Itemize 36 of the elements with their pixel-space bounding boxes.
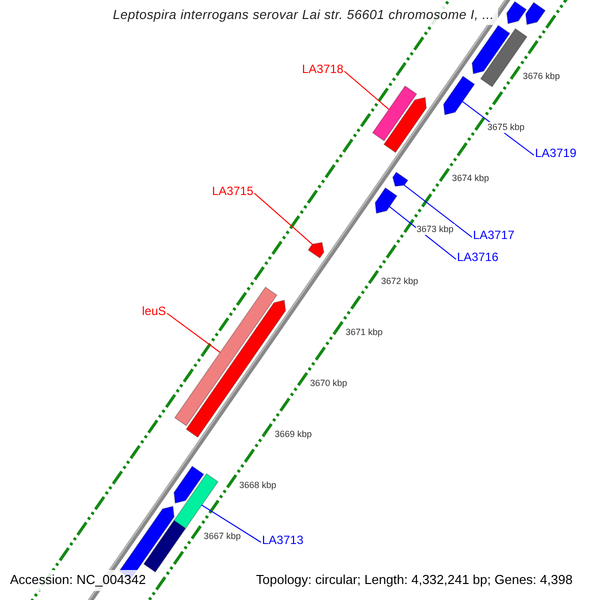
gene-block — [525, 2, 546, 26]
scale-label: 3675 kbp — [486, 122, 526, 133]
gene-bar — [173, 473, 219, 530]
gene-label: LA3713 — [262, 534, 304, 548]
gene-block — [506, 0, 527, 24]
gene-block — [308, 242, 324, 259]
scale-label: 3671 kbp — [344, 326, 384, 337]
gene-label: leuS — [142, 305, 166, 319]
scale-label: 3673 kbp — [416, 224, 455, 235]
gene-block — [374, 187, 398, 214]
scale-label: 3667 kbp — [202, 530, 242, 542]
scale-label: 3672 kbp — [380, 276, 420, 286]
gene-bar — [174, 286, 278, 426]
leader-line — [344, 70, 390, 110]
leader-line — [166, 312, 221, 353]
gene-label: LA3715 — [212, 185, 254, 199]
gene-bar — [372, 85, 418, 142]
gene-block — [472, 24, 510, 74]
leader-line — [201, 504, 262, 543]
scale-label: 3674 kbp — [450, 173, 490, 184]
scale-label: 3670 kbp — [309, 378, 348, 388]
gene-label: LA3716 — [457, 251, 498, 265]
gene-block — [392, 172, 408, 187]
leader-line — [254, 192, 313, 245]
gene-label: LA3717 — [473, 229, 514, 243]
gene-label: LA3719 — [535, 147, 576, 161]
scale-label: 3668 kbp — [238, 480, 278, 490]
gene-block — [383, 96, 427, 154]
scale-label: 3676 kbp — [522, 71, 561, 82]
gene-label: LA3718 — [302, 63, 344, 77]
leader-line — [404, 184, 472, 238]
scale-label: 3669 kbp — [274, 428, 313, 440]
gene-block — [173, 466, 204, 504]
leader-line — [389, 206, 456, 260]
gene-bar — [143, 520, 186, 573]
gene-block — [443, 76, 476, 116]
